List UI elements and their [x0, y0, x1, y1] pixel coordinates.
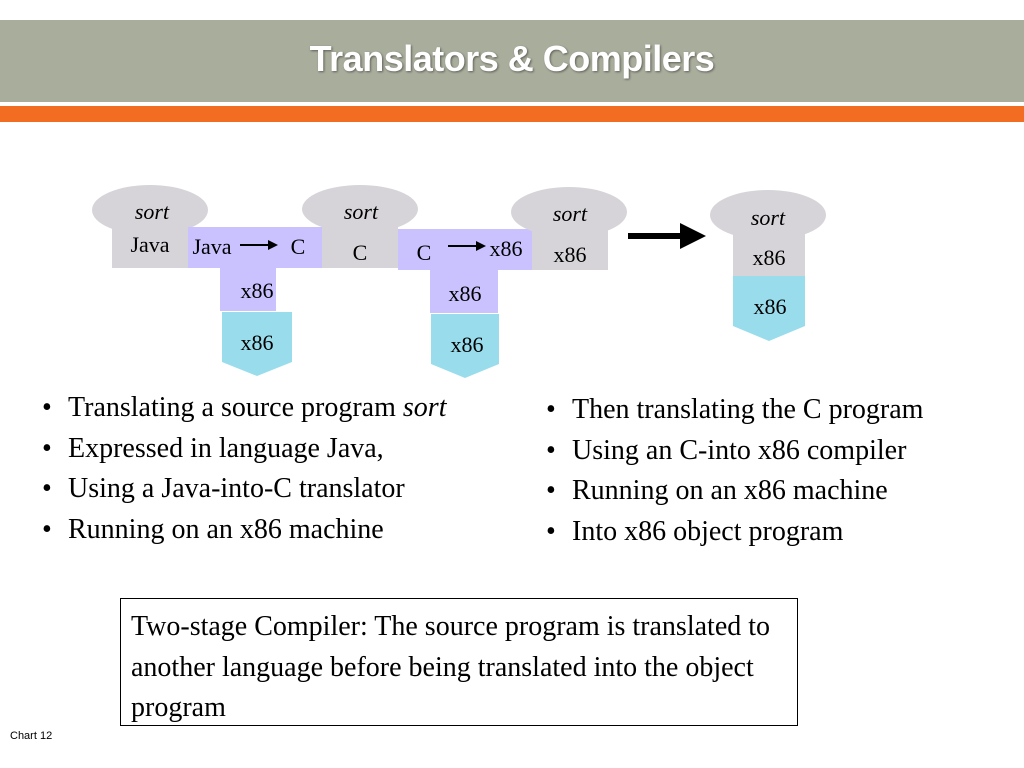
slide-title: Translators & Compilers	[309, 38, 715, 79]
compiler-arrow-head	[476, 241, 486, 251]
compiler-from-language: C	[417, 240, 432, 265]
intermediate-program-language: C	[353, 240, 368, 265]
summary-box: Two-stage Compiler: The source program i…	[120, 598, 798, 726]
bullet-item: Using an C-into x86 compiler	[546, 431, 923, 472]
output-program-head	[511, 187, 627, 237]
title-bar	[0, 20, 1024, 102]
source-program-name: sort	[135, 199, 170, 224]
bullet-item: Translating a source program sort	[42, 388, 446, 429]
source-program-language: Java	[130, 232, 169, 257]
translator-impl-language: x86	[241, 278, 274, 303]
final-program-language: x86	[753, 245, 786, 270]
machine-shape	[733, 276, 805, 341]
result-arrow	[628, 223, 706, 249]
compiler-impl-language: x86	[449, 281, 482, 306]
left-bullet-list: Translating a source program sort Expres…	[42, 388, 446, 550]
bullet-item: Running on an x86 machine	[546, 471, 923, 512]
compiler-shape	[398, 229, 532, 313]
compiler-to-language: x86	[490, 236, 523, 261]
translator-machine: x86	[222, 312, 292, 376]
intermediate-program-head	[302, 185, 418, 233]
final-program: sort x86	[710, 190, 826, 276]
translator-shape	[188, 227, 322, 311]
machine-label: x86	[451, 332, 484, 357]
machine-shape	[222, 312, 292, 376]
output-program-name: sort	[553, 201, 588, 226]
machine-label: x86	[241, 330, 274, 355]
translator-to-language: C	[291, 234, 306, 259]
output-program-language: x86	[554, 242, 587, 267]
translator-from-language: Java	[192, 234, 231, 259]
slide-footer: Chart 12	[10, 730, 53, 742]
machine-shape	[431, 314, 499, 378]
bullet-item: Using a Java-into-C translator	[42, 469, 446, 510]
source-program: sort Java	[92, 185, 208, 268]
bullet-item: Into x86 object program	[546, 512, 923, 553]
intermediate-program: sort C	[302, 185, 418, 268]
result-arrow-head	[680, 223, 706, 249]
java-to-c-translator: Java C x86	[188, 227, 322, 311]
accent-bar	[0, 106, 1024, 122]
translator-arrow-head	[268, 240, 278, 250]
right-bullet-list: Then translating the C program Using an …	[546, 390, 923, 552]
bullet-item: Expressed in language Java,	[42, 429, 446, 470]
machine-label: x86	[754, 294, 787, 319]
bullet-item: Then translating the C program	[546, 390, 923, 431]
output-program: sort x86	[511, 187, 627, 270]
final-program-name: sort	[751, 205, 786, 230]
c-to-x86-compiler: C x86 x86	[398, 229, 532, 313]
intermediate-program-name: sort	[344, 199, 379, 224]
final-machine: x86	[733, 276, 805, 341]
compiler-machine: x86	[431, 314, 499, 378]
final-program-head	[710, 190, 826, 240]
bullet-item: Running on an x86 machine	[42, 510, 446, 551]
source-program-head	[92, 185, 208, 235]
